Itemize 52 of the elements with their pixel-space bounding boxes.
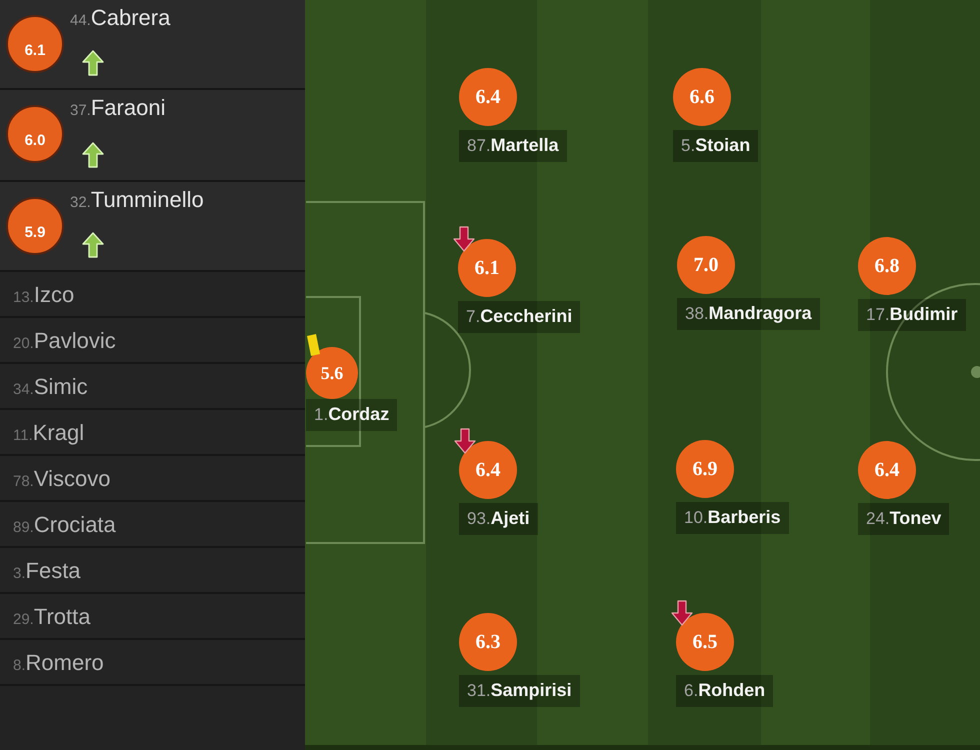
player-name: Ceccherini [480,306,572,326]
player-name: Barberis [708,507,781,527]
shirt-number: 11. [13,427,33,444]
shirt-number: 34. [13,381,34,398]
shirt-number: 13. [13,289,34,306]
shirt-number: 1. [314,405,328,424]
rating-badge: 5.9 [6,197,64,255]
rating-badge: 6.0 [6,105,64,163]
shirt-number: 5. [681,136,696,155]
player-name: Pavlovic [34,328,116,353]
player-name: Stoian [695,135,750,155]
shirt-number: 6. [684,681,698,700]
shirt-number: 31. [467,681,491,700]
shirt-number: 10. [684,508,708,527]
player-row [0,182,305,272]
shirt-number: 38. [685,304,709,323]
player-name: Kragl [32,420,84,445]
player-name: Sampirisi [490,680,572,700]
rating-badge: 6.1 [6,15,64,73]
shirt-number: 29. [13,611,34,628]
player-name: Simic [34,374,88,399]
player-name: Izco [34,282,74,307]
player-name: Rohden [698,680,766,700]
shirt-number: 93. [467,509,491,528]
shirt-number: 89. [13,519,34,536]
shirt-number: 17. [866,305,890,324]
player-row [0,0,305,90]
shirt-number: 87. [467,136,491,155]
player-row [0,90,305,182]
shirt-number: 3. [13,565,26,582]
player-name: Romero [26,650,104,675]
player-name: Ajeti [490,508,530,528]
player-name: Tumminello [90,187,204,212]
shirt-number: 37. [70,102,91,119]
shirt-number: 8. [13,657,26,674]
shirt-number: 24. [866,509,890,528]
player-name: Trotta [34,604,91,629]
player-name: Martella [490,135,559,155]
shirt-number: 7. [466,307,480,326]
player-name: Crociata [34,512,116,537]
player-name: Cordaz [328,404,390,424]
shirt-number: 78. [13,473,34,490]
player-name: Faraoni [90,95,166,120]
player-name: Budimir [890,304,958,324]
player-name: Mandragora [708,303,812,323]
shirt-number: 44. [70,12,91,29]
player-name: Festa [26,558,81,583]
player-name: Cabrera [90,5,170,30]
player-name: Viscovo [34,466,110,491]
player-name: Tonev [890,508,942,528]
shirt-number: 32. [70,194,91,211]
shirt-number: 20. [13,335,34,352]
